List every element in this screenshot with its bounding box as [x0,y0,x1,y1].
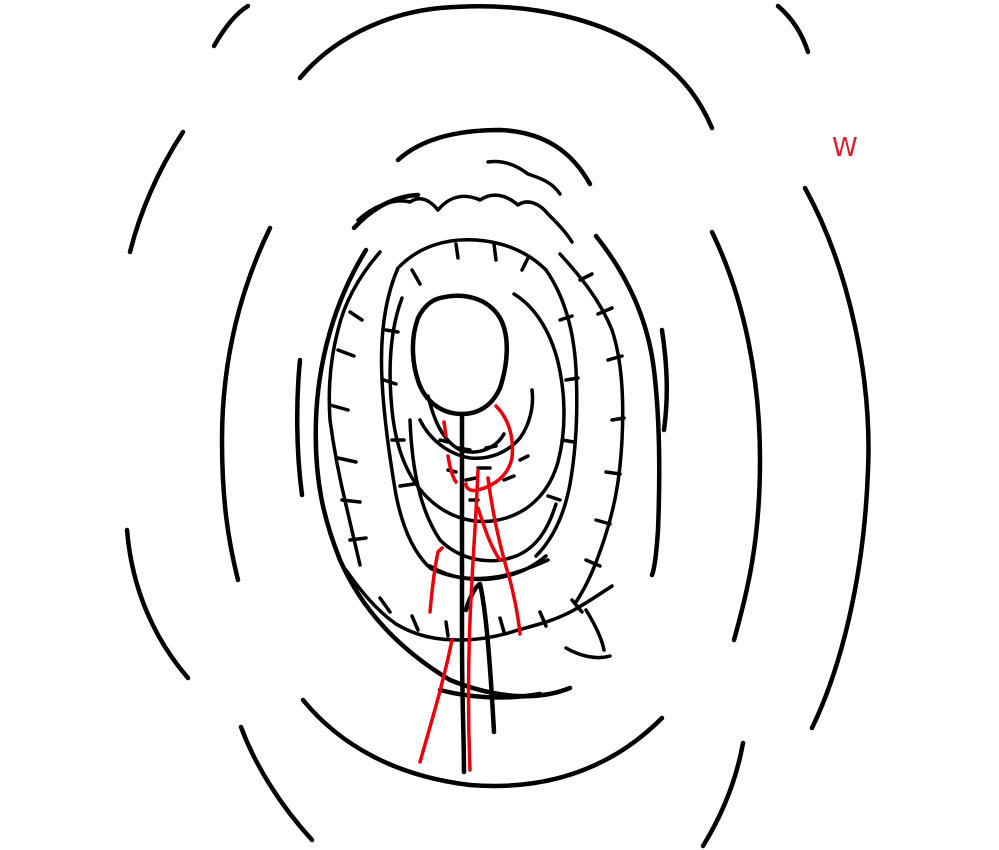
third-ring [294,127,670,700]
red-stroke-center [466,468,480,772]
bumpy-ring-top [356,193,574,244]
bumpy-ring-extra-right [564,608,612,660]
bumpy-ring-right-cracks [578,272,626,568]
bumpy-ring-right [558,252,625,604]
outer-arc-top-right [775,3,811,55]
second-ring-left [219,225,273,583]
bumpy-ring-upper [486,159,562,196]
outer-arc-bottom-left [238,724,315,843]
second-ring-bottom [300,697,665,789]
third-ring-bottom [437,687,543,700]
red-stroke-right-inner [476,506,502,562]
third-ring-outer-left [313,247,573,699]
outer-arc-left-upper [127,129,186,255]
red-stroke-short-left [442,420,458,484]
second-ring-top [297,4,715,131]
third-ring-right-small [659,327,670,433]
compass-label: W [832,133,858,163]
outer-arc-left-lower [124,527,191,681]
second-ring-right [709,229,763,643]
inner-ring-left [379,266,430,568]
outer-arc-top-left [211,3,251,49]
core-rings [388,292,566,581]
red-stroke-right [486,476,522,636]
core-ring-inner [418,388,535,461]
bumpy-ring-bottom-cracks [378,596,584,638]
bumpy-ring-bottom [344,568,614,642]
outer-arc-right [802,185,871,731]
bumpy-ring [327,159,626,660]
core-ring-outer [388,292,566,524]
bumpy-ring-left-cracks [328,310,368,542]
second-ring [219,4,763,789]
red-stroke-left [418,638,454,764]
third-ring-left [294,357,305,498]
red-stroke-hook [464,404,515,493]
inner-ring-right [534,268,579,558]
inner-ring-top [398,237,548,272]
red-stroke-left-mid [428,546,444,614]
third-ring-top [395,127,593,187]
third-ring-right [593,233,662,578]
red-strokes [418,404,522,772]
outer-rings [124,3,871,849]
bumpy-ring-left [327,250,382,567]
outer-arc-bottom-right [700,740,746,849]
core-ring-arc [428,558,550,581]
spine-vertical [459,411,467,775]
